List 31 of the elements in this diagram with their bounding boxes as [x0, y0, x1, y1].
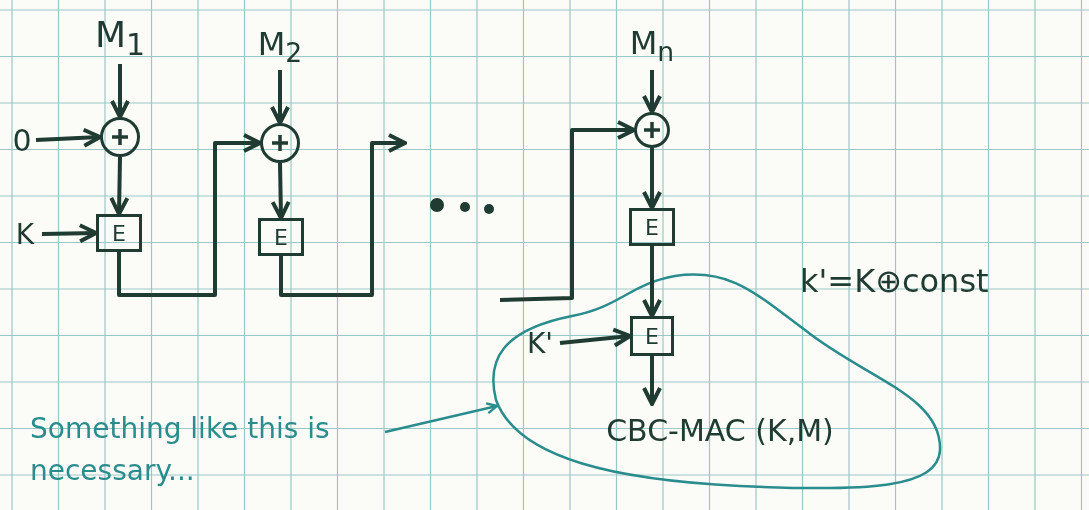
arrow: [499, 120, 636, 302]
xor-circle: [260, 123, 300, 163]
cipher-box: E: [629, 208, 675, 246]
arrow: [270, 70, 290, 125]
leader-arrow: [384, 402, 499, 434]
arrow: [642, 148, 662, 210]
xor-circle: [634, 112, 670, 148]
arrow: [642, 246, 662, 318]
arrow: [559, 327, 632, 348]
key-label: K: [8, 214, 42, 254]
arrow: [117, 133, 262, 297]
arrow: [35, 127, 102, 148]
cipher-box: E: [96, 214, 142, 252]
message-label: M$_{2}$: [251, 24, 309, 70]
arrow: [109, 156, 130, 216]
handwritten-note: Something like this is necessary...: [30, 400, 375, 500]
output-label: CBC-MAC (K,M): [590, 404, 850, 456]
message-label: M$_{n}$: [620, 22, 684, 70]
cipher-box: E: [258, 218, 304, 256]
arrow: [270, 162, 291, 220]
key-label: K': [520, 322, 560, 364]
arrow: [41, 223, 98, 244]
arrow: [642, 70, 662, 114]
arrow: [279, 133, 407, 297]
arrow: [642, 356, 662, 406]
xor-circle: [100, 117, 140, 157]
cipher-box: E: [630, 316, 674, 356]
arrow: [110, 64, 130, 119]
message-label: M$_{1}$: [89, 12, 151, 64]
formula-text: k'=K⊕const: [800, 262, 989, 300]
input-label: 0: [8, 120, 36, 160]
